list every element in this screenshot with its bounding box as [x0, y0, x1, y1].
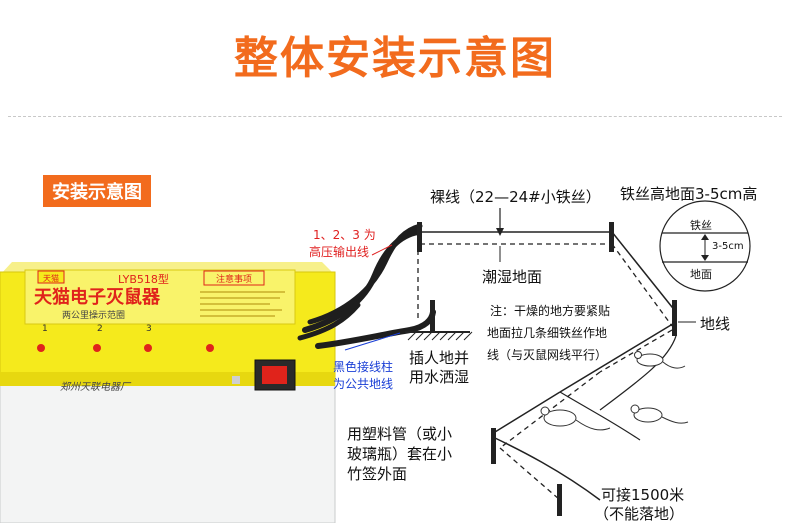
- notice-badge-text: 注意事项: [216, 273, 252, 285]
- distance-label-2: （不能落地）: [594, 505, 685, 523]
- indicator-light-1: [37, 344, 45, 352]
- instruction-lines: [200, 291, 285, 317]
- pipe-label-3: 竹签外面: [347, 465, 408, 483]
- device-base: [0, 379, 336, 523]
- ground-post-pointer: [344, 332, 401, 351]
- ground-wire-label: 地线: [700, 315, 731, 333]
- fence-post-4: [491, 428, 496, 464]
- device-subtitle: 两公里操示范圈: [62, 309, 125, 321]
- device-maker: 郑州天联电器厂: [60, 381, 132, 393]
- height-inset: [659, 200, 751, 292]
- section-tag: 安装示意图: [43, 175, 151, 207]
- inset-bottom-label: 地面: [690, 268, 712, 281]
- ground-rod: [405, 300, 473, 341]
- rodent-killer-device: 天猫 LYB518型 注意事项 天猫电子灭鼠器 两公里操示范圈 1 2 3 郑州…: [0, 262, 336, 523]
- indicator-light-3: [144, 344, 152, 352]
- mouse-illustrations: [540, 351, 689, 431]
- power-switch-rocker: [262, 366, 287, 384]
- pipe-label-2: 玻璃瓶）套在小: [347, 445, 453, 463]
- black-post-label-2: 为公共地线: [333, 377, 394, 391]
- high-voltage-label-2: 高压输出线: [309, 245, 370, 259]
- note-line-3: 线（与灭鼠网线平行）: [487, 348, 608, 362]
- fence-post-5: [557, 484, 562, 516]
- title-divider: [8, 116, 782, 117]
- distance-label-1: 可接1500米: [601, 486, 685, 504]
- wire-height-label: 铁丝高地面3-5cm高: [620, 185, 758, 203]
- notice-badge: [203, 270, 265, 286]
- inset-top-label: 铁丝: [690, 219, 712, 232]
- pipe-label-1: 用塑料管（或小: [347, 425, 453, 443]
- high-voltage-pointer: [371, 244, 393, 256]
- note-line-1: 注：干燥的地方要紧贴: [490, 304, 611, 318]
- indicator-light-2: [93, 344, 101, 352]
- fence-post-3: [672, 300, 677, 336]
- port-number-2: 2: [97, 324, 103, 334]
- wet-ground-label: 潮湿地面: [482, 268, 543, 286]
- fence-post-1: [417, 222, 422, 252]
- page-title: 整体安装示意图: [234, 33, 556, 84]
- fence-post-2: [609, 222, 614, 252]
- wire-fence: [417, 208, 696, 516]
- insert-ground-label-2: 用水洒湿: [409, 368, 470, 386]
- device-model: LYB518型: [118, 272, 169, 286]
- high-voltage-label-1: 1、2、3 为: [313, 228, 376, 242]
- brand-badge: [37, 270, 65, 284]
- insert-ground-label-1: 插人地并: [409, 349, 470, 367]
- black-post-label-1: 黑色接线柱: [333, 360, 394, 374]
- port-number-1: 1: [42, 324, 48, 334]
- indicator-light-4: [206, 344, 214, 352]
- note-line-2: 地面拉几条细铁丝作地: [487, 326, 608, 340]
- inset-height-label: 3-5cm: [712, 241, 744, 252]
- side-knob: [232, 376, 240, 384]
- brand-badge-text: 天猫: [43, 273, 59, 283]
- port-number-3: 3: [146, 324, 152, 334]
- bare-wire-label: 裸线（22—24#小铁丝）: [430, 188, 601, 206]
- device-lid-bottom: [0, 372, 335, 386]
- output-cables: [297, 223, 436, 349]
- device-name: 天猫电子灭鼠器: [34, 286, 161, 308]
